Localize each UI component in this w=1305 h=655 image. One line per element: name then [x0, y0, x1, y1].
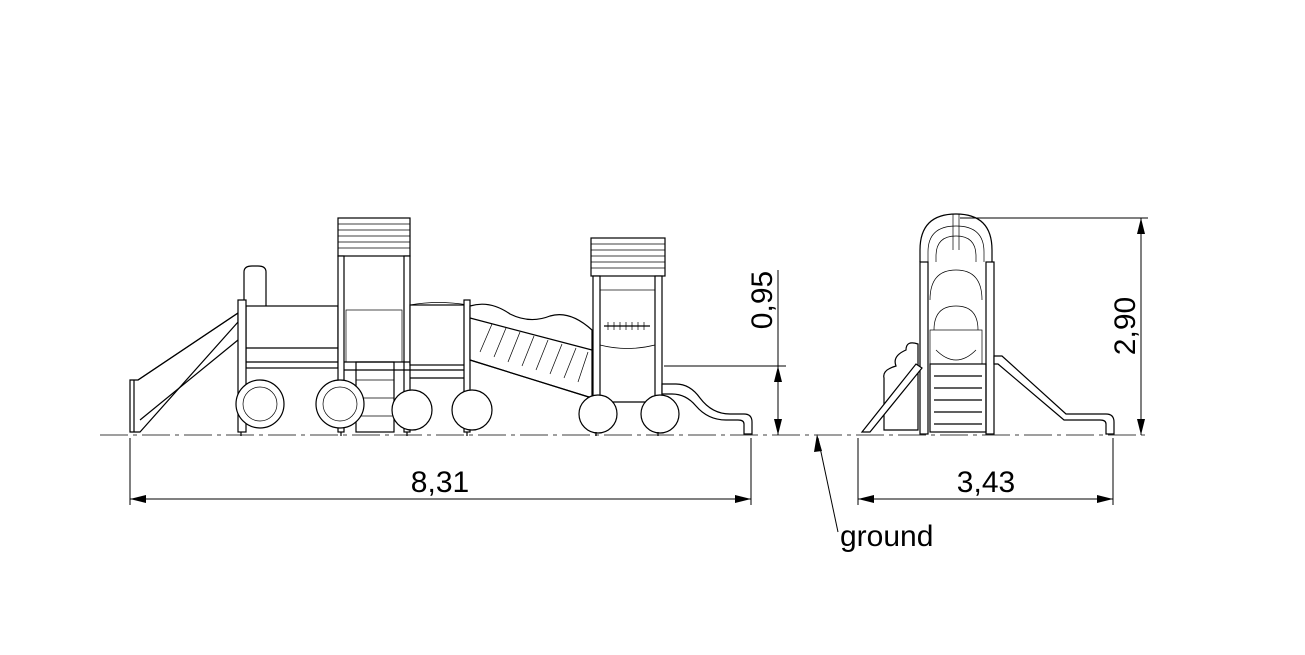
side-view	[129, 217, 753, 436]
dimension-length: 8,31	[129, 438, 752, 505]
wheels	[235, 379, 680, 434]
ground-callout: ground	[814, 434, 933, 553]
front-stairs	[929, 363, 987, 433]
boiler	[245, 305, 339, 369]
tower-2	[590, 237, 666, 433]
width-value: 3,43	[957, 466, 1015, 499]
slide	[661, 383, 753, 435]
dimension-platform-height: 0,95	[664, 270, 786, 435]
total-height-value: 2,90	[1109, 297, 1142, 355]
front-view	[860, 213, 1115, 435]
dimension-total-height: 2,90	[960, 217, 1148, 435]
left-ramp	[129, 311, 239, 433]
ground-label: ground	[840, 520, 933, 553]
front-slide	[993, 355, 1115, 435]
climbing-ramp	[469, 303, 593, 399]
platform-height-value: 0,95	[746, 271, 779, 329]
dimension-width: 3,43	[857, 438, 1114, 505]
length-value: 8,31	[411, 466, 469, 499]
chimney	[243, 265, 267, 306]
middle-coach	[409, 299, 471, 433]
arched-roof	[919, 213, 993, 262]
tower-1	[337, 217, 411, 433]
